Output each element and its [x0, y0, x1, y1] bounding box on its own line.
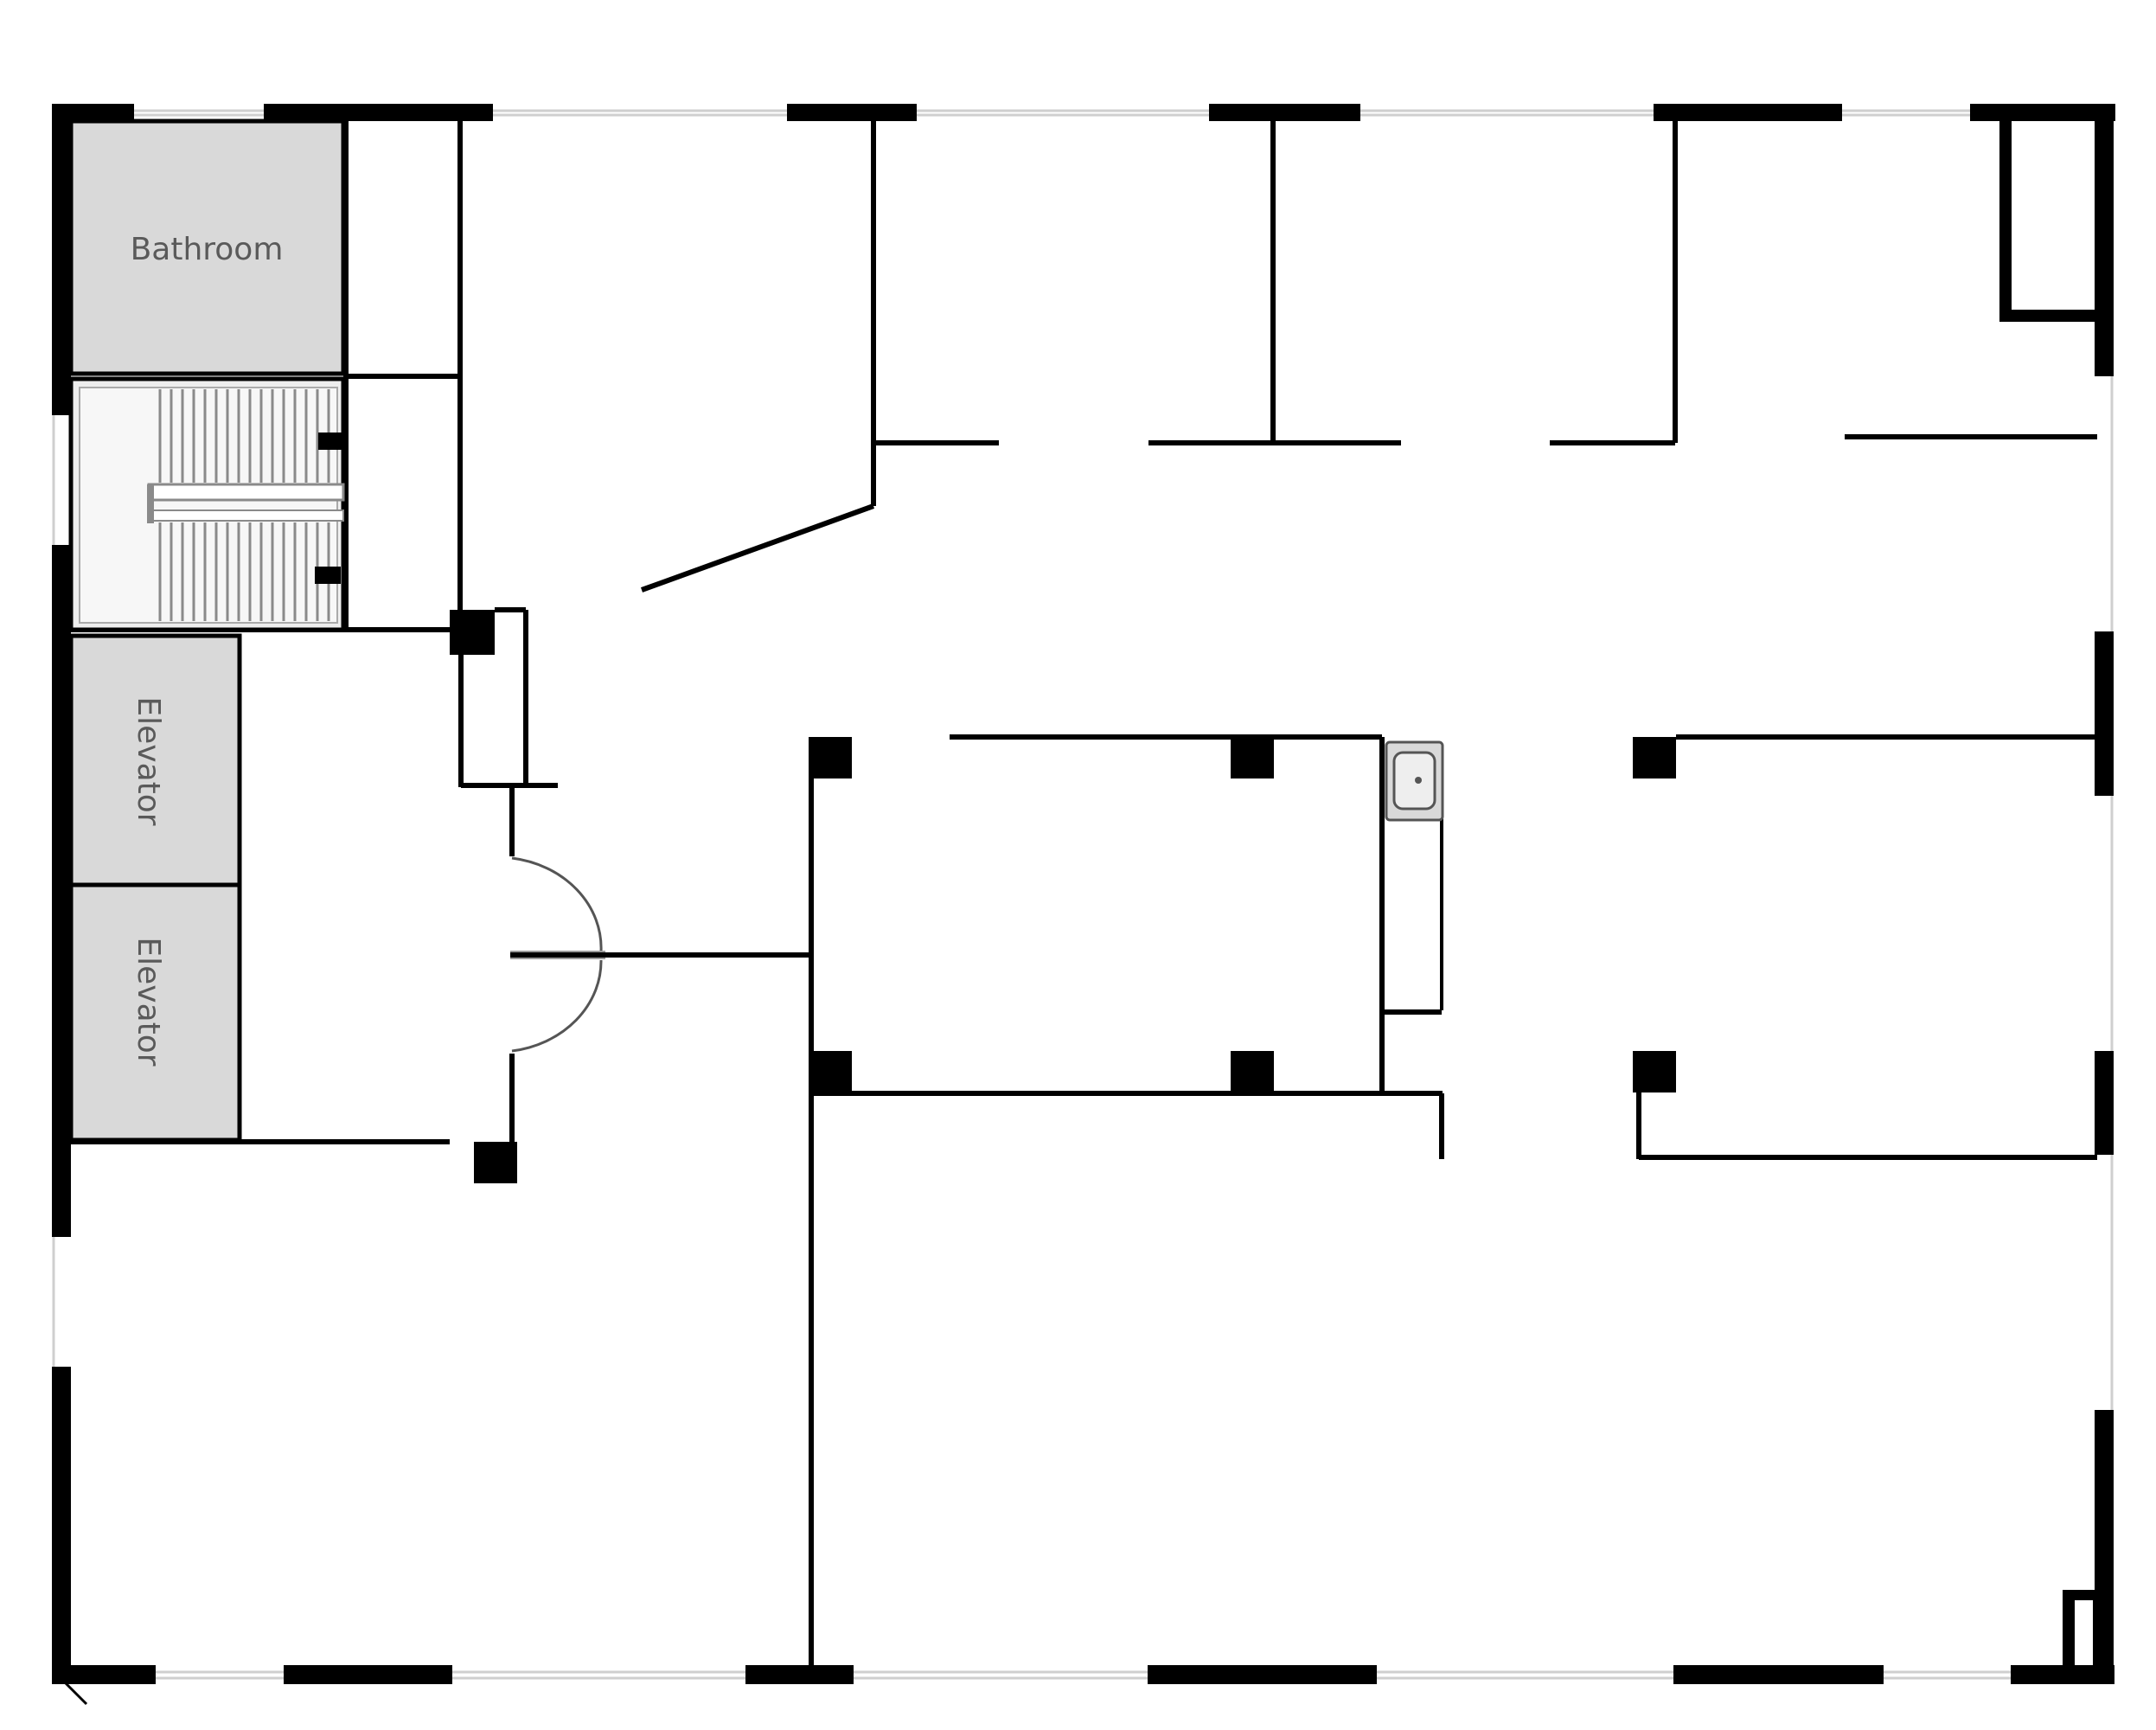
- sink-icon: [1385, 740, 1444, 822]
- bathroom-label: Bathroom: [131, 232, 284, 267]
- elevator-2: [68, 882, 242, 1143]
- top-offices: [871, 121, 2097, 506]
- central-block: [809, 734, 1444, 1674]
- exterior-walls: [52, 104, 2115, 1684]
- stair-arrow-icon: [315, 567, 341, 584]
- elevator-2-label: Elevator: [131, 937, 166, 1066]
- bottom-right-box: [2063, 1590, 2102, 1674]
- right-office: [1633, 734, 2097, 1160]
- stairwell: [68, 376, 346, 632]
- angled-wall: [640, 503, 875, 593]
- top-right-closet: [1999, 121, 2099, 322]
- double-door: [510, 856, 813, 1053]
- bathroom: [68, 119, 346, 376]
- elevator-1-label: Elevator: [131, 696, 166, 825]
- stair-arrow-icon: [318, 432, 344, 450]
- lobby-walls: [71, 607, 558, 1183]
- outer-frame: [52, 109, 2114, 1680]
